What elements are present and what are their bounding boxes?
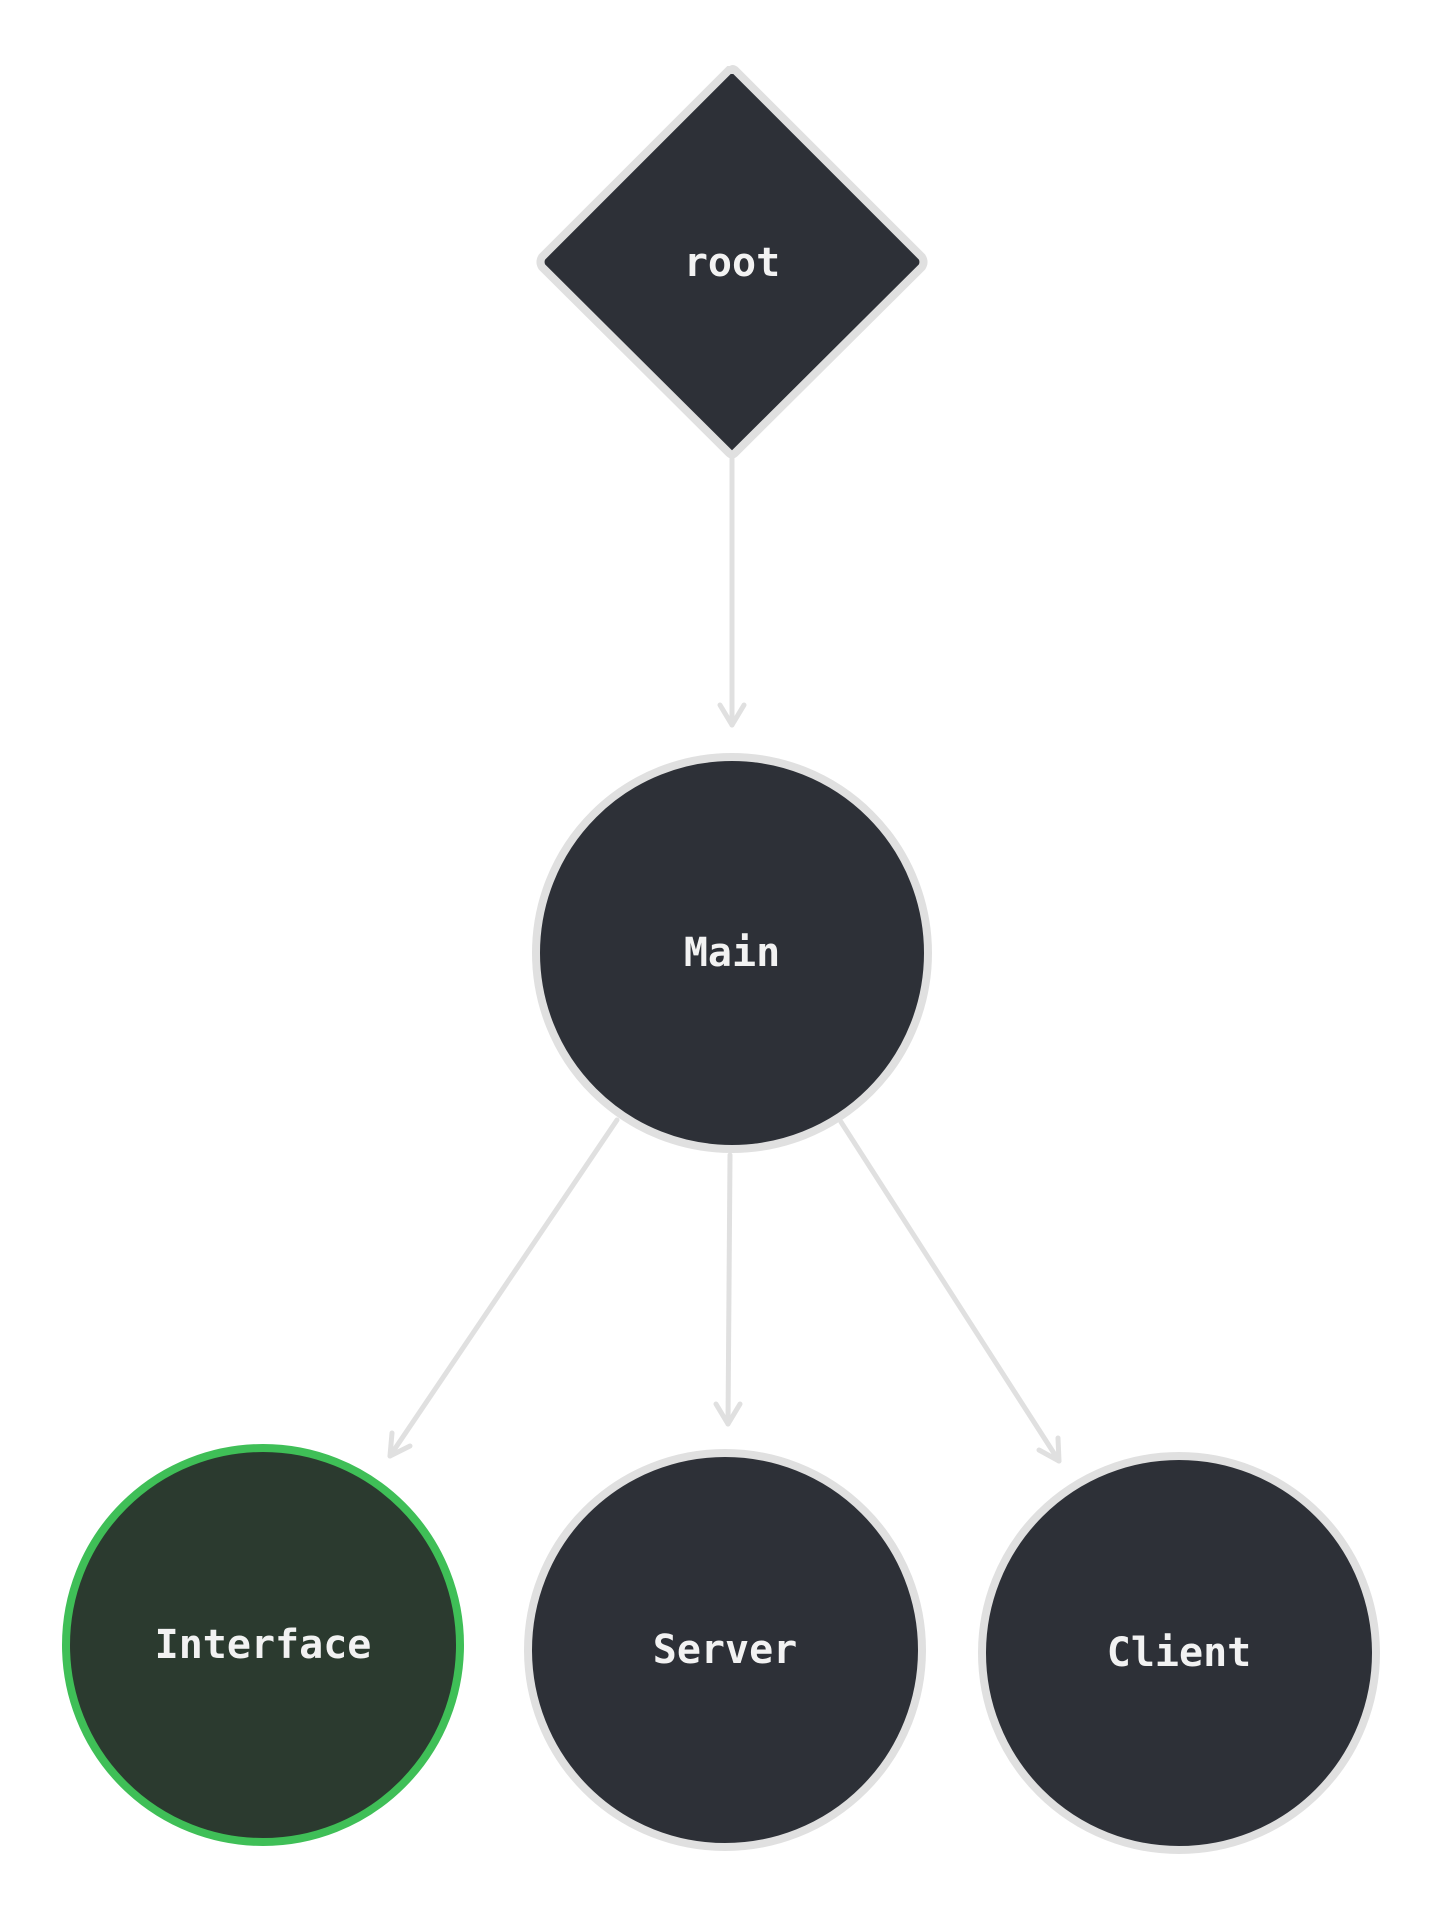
node-server[interactable]: Server <box>524 1449 926 1851</box>
edges <box>387 454 1062 1464</box>
node-root[interactable]: root <box>536 65 928 459</box>
node-label-interface: Interface <box>155 1622 372 1668</box>
edge-main-to-interface <box>387 1117 620 1459</box>
circle-shape <box>532 753 932 1153</box>
node-label-main: Main <box>684 930 780 976</box>
arrowhead-icon <box>717 702 747 728</box>
edge-main-to-client <box>838 1119 1062 1464</box>
edge-line <box>387 1117 620 1459</box>
nodes: root Main Interface Server Client <box>62 65 1380 1854</box>
node-main[interactable]: Main <box>532 753 932 1153</box>
circle-shape <box>524 1449 926 1851</box>
diamond-shape <box>536 65 928 459</box>
arrowhead-icon <box>387 1430 413 1459</box>
node-interface[interactable]: Interface <box>62 1444 464 1846</box>
circle-shape <box>62 1444 464 1846</box>
edge-root-to-main <box>717 454 747 728</box>
node-client[interactable]: Client <box>978 1452 1380 1854</box>
node-label-server: Server <box>653 1627 798 1673</box>
edge-line <box>725 1152 733 1427</box>
edge-line <box>838 1119 1062 1464</box>
node-label-client: Client <box>1107 1630 1252 1676</box>
node-label-root: root <box>684 240 780 286</box>
arrowhead-icon <box>713 1401 743 1427</box>
arrowhead-icon <box>1036 1435 1062 1464</box>
circle-shape <box>978 1452 1380 1854</box>
edge-main-to-server <box>713 1152 743 1427</box>
